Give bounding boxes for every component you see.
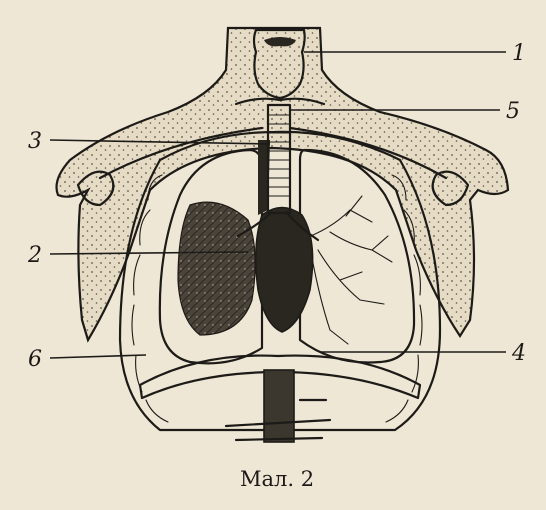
label-2: 2 [27, 243, 42, 268]
label-3: 3 [28, 129, 42, 154]
label-6: 6 [28, 347, 42, 372]
label-4: 4 [511, 341, 526, 366]
heart-mediastinum [256, 208, 313, 333]
figure-caption: Мал. 2 [240, 467, 314, 491]
label-5: 5 [506, 99, 520, 124]
left-lung-shaded-lobe [178, 202, 255, 335]
label-1: 1 [512, 41, 526, 66]
aorta-esophagus [264, 370, 294, 442]
